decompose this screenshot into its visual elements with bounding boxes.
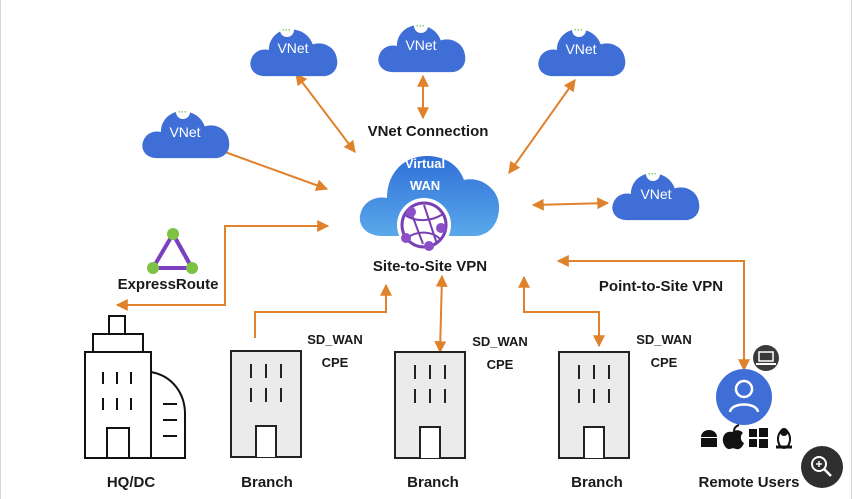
vnet-label: VNet [169, 124, 200, 140]
hq-label: HQ/DC [107, 474, 156, 491]
vnet-label: VNet [405, 37, 436, 53]
virtual-wan-label-line2: WAN [410, 178, 440, 193]
laptop-icon [753, 345, 779, 371]
remote-users-label: Remote Users [699, 474, 800, 491]
connector-remote [556, 255, 750, 372]
connector-branch2 [434, 274, 448, 354]
svg-text:···: ··· [178, 107, 187, 117]
vnet-cloud-1: ··· VNet [250, 23, 338, 77]
cpe-label-1: CPE [322, 355, 349, 370]
cpe-label-3: CPE [651, 355, 678, 370]
svg-text:···: ··· [282, 25, 291, 35]
svg-text:···: ··· [574, 25, 583, 35]
vnet-peering-icon: ··· [572, 23, 586, 37]
branch-building-1 [230, 350, 302, 458]
vnet-peering-icon: ··· [176, 105, 190, 119]
connector-branch1 [254, 283, 392, 338]
expressroute-label: ExpressRoute [118, 276, 219, 293]
user-avatar-icon [716, 369, 772, 425]
sdwan-label-2: SD_WAN [472, 334, 528, 349]
connector-vnet5 [531, 197, 610, 211]
vnet-cloud-3: ··· VNet [538, 23, 626, 77]
vnet-peering-icon: ··· [280, 23, 294, 37]
cpe-label-2: CPE [487, 357, 514, 372]
svg-text:···: ··· [416, 21, 425, 31]
virtual-wan-cloud: Virtual WAN [359, 155, 500, 252]
vnet-label: VNet [277, 40, 308, 56]
vnet-cloud-4: ··· VNet [142, 105, 230, 159]
vnet-connection-label: VNet Connection [368, 123, 489, 140]
sdwan-label-1: SD_WAN [307, 332, 363, 347]
hq-building-icon [84, 315, 186, 459]
expressroute-icon [147, 228, 198, 274]
linux-icon [776, 428, 792, 449]
zoom-button[interactable] [801, 446, 843, 488]
connector-vnet1 [295, 73, 356, 153]
site-to-site-label: Site-to-Site VPN [373, 258, 487, 275]
zoom-in-icon [811, 456, 832, 477]
branch-label-1: Branch [241, 474, 293, 491]
svg-text:···: ··· [648, 169, 657, 179]
vnet-peering-icon: ··· [646, 167, 660, 181]
connector-vnet4 [224, 151, 329, 191]
vnet-cloud-2: ··· VNet [378, 19, 466, 73]
branch-building-2 [394, 351, 466, 459]
connector-expressroute [115, 220, 330, 311]
virtual-wan-label-line1: Virtual [405, 156, 445, 171]
connectors [115, 73, 750, 372]
vnet-peering-icon: ··· [414, 19, 428, 33]
vnet-label: VNet [640, 186, 671, 202]
windows-icon [749, 428, 768, 448]
sdwan-label-3: SD_WAN [636, 332, 692, 347]
vnet-cloud-5: ··· VNet [612, 167, 700, 221]
branch-label-3: Branch [571, 474, 623, 491]
vnet-label: VNet [565, 41, 596, 57]
branch-label-2: Branch [407, 474, 459, 491]
apple-icon [722, 424, 744, 450]
connector-branch3 [518, 275, 605, 348]
point-to-site-label: Point-to-Site VPN [599, 278, 723, 295]
android-icon [701, 430, 717, 447]
connector-vnet3 [508, 79, 576, 174]
virtual-wan-hub-icon [397, 198, 451, 252]
branch-building-3 [558, 351, 630, 459]
